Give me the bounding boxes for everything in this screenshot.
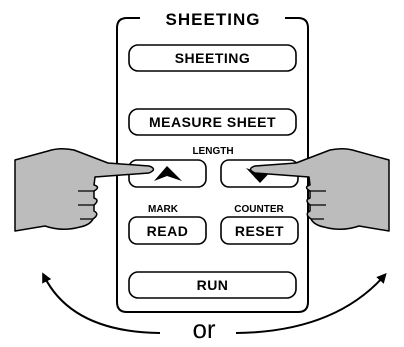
left-hand-pointing-icon [14,147,155,232]
mark-label: MARK [148,204,179,215]
reset-button[interactable]: RESET [220,216,299,245]
measure-sheet-button[interactable]: MEASURE SHEET [128,108,297,136]
counter-label: COUNTER [234,204,284,215]
sheeting-button[interactable]: SHEETING [128,44,297,72]
length-label: LENGTH [192,146,233,157]
run-button-label: RUN [197,277,229,293]
reset-button-label: RESET [235,223,284,239]
read-button[interactable]: READ [128,216,207,245]
or-caption: or [192,314,215,344]
up-arrow-icon [154,166,182,181]
left-curved-arrow-icon [42,272,161,334]
read-button-label: READ [147,223,189,239]
right-curved-arrow-icon [235,273,387,334]
right-hand-pointing-icon [249,147,390,232]
run-button[interactable]: RUN [128,271,297,299]
measure-sheet-button-label: MEASURE SHEET [149,114,276,130]
sheeting-button-label: SHEETING [175,50,251,66]
panel-title: SHEETING [166,10,261,29]
control-panel: SHEETING [116,10,309,313]
